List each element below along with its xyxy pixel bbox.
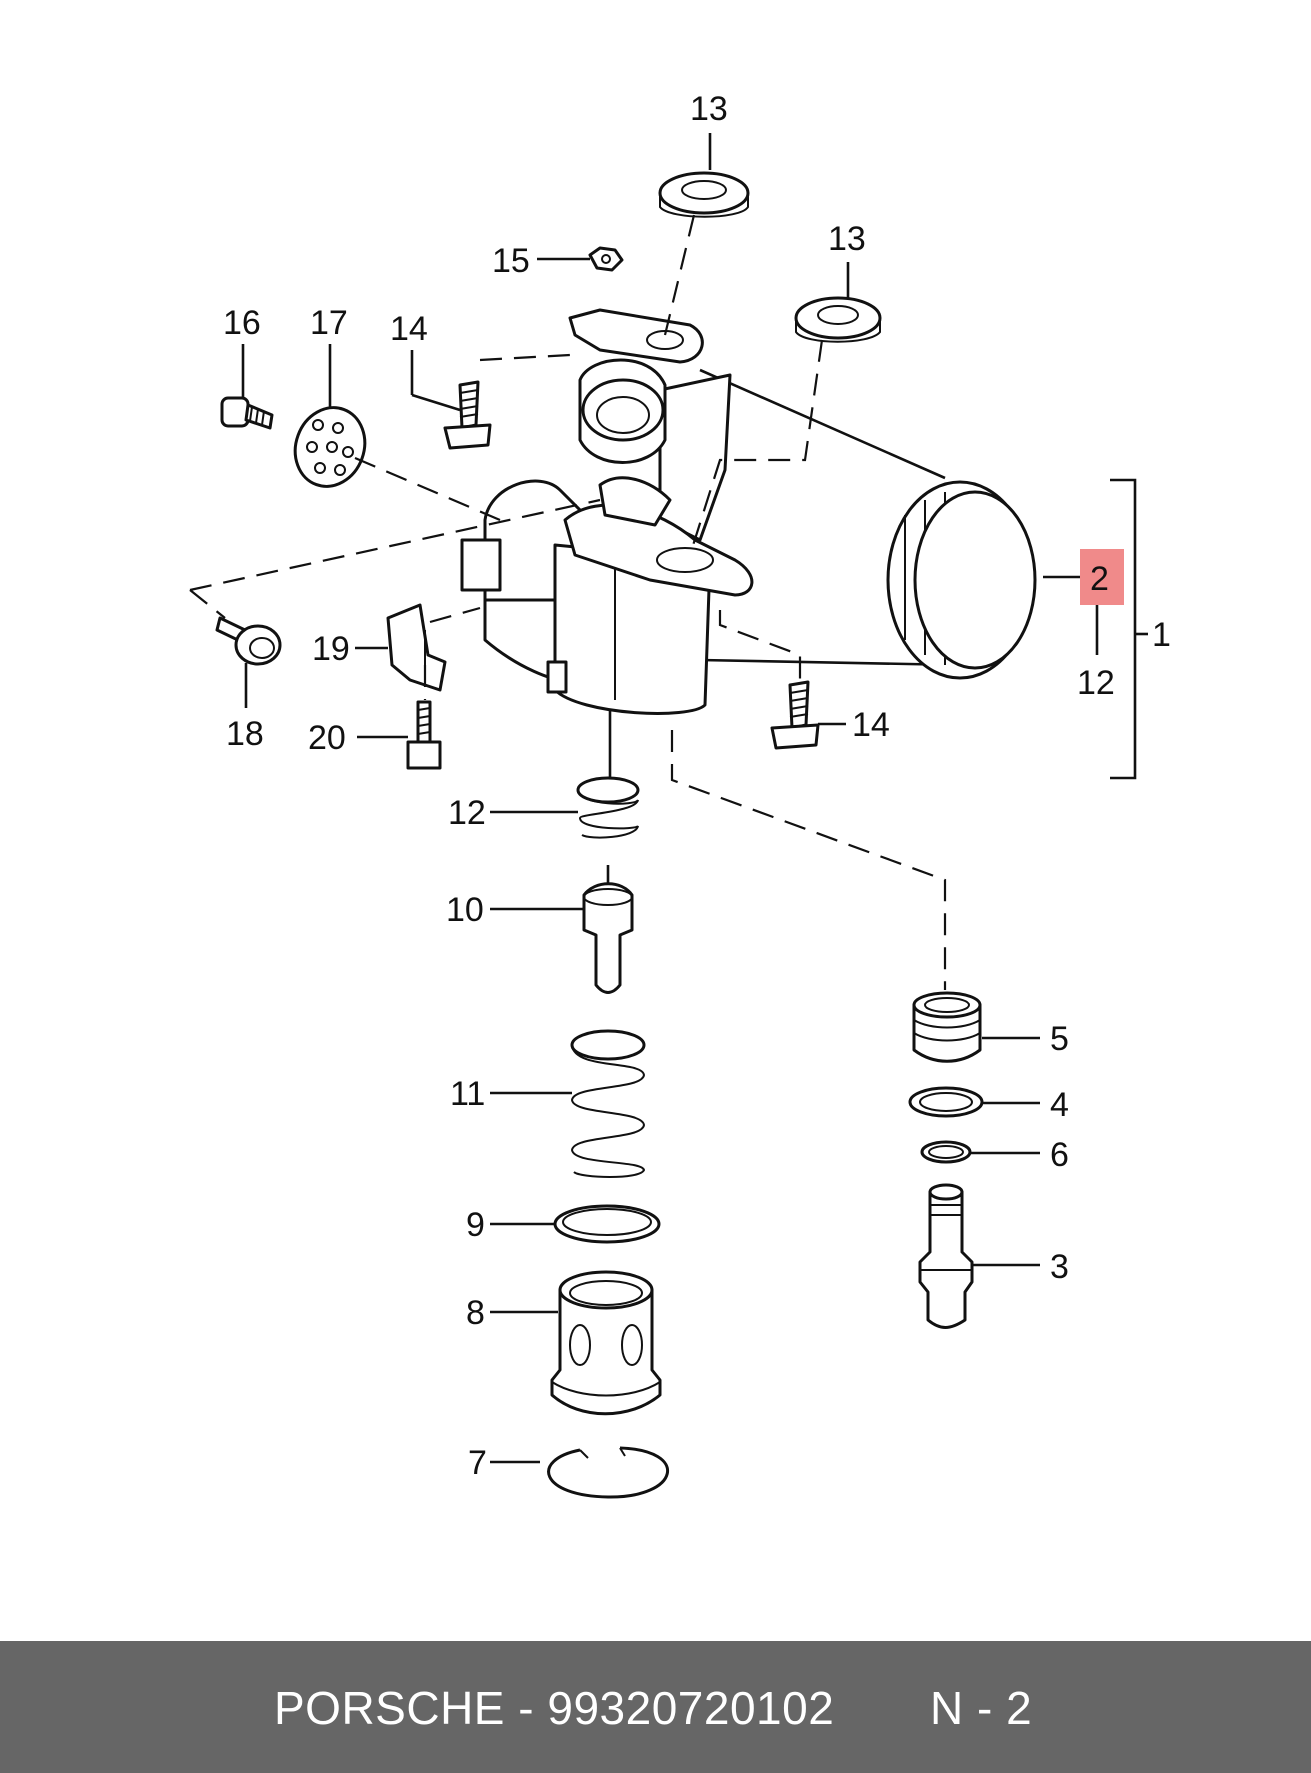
seal-ring-top [658, 171, 750, 218]
callout-labels: 13 13 15 16 17 14 2 12 1 14 19 18 20 12 … [223, 90, 1171, 1482]
bolt-14-left [443, 380, 492, 450]
callout-19: 19 [312, 630, 350, 668]
assembly-lines [189, 214, 947, 990]
seal-ring-right [794, 296, 882, 343]
plug-5 [912, 991, 982, 1063]
bolt-18 [215, 616, 282, 666]
nut-15 [588, 246, 624, 272]
callout-8: 8 [466, 1294, 485, 1332]
group-bracket [1110, 478, 1148, 780]
callout-10: 10 [446, 891, 484, 929]
callout-16: 16 [223, 304, 261, 342]
screw-20 [406, 700, 442, 770]
callout-1: 1 [1152, 616, 1171, 654]
bracket-19 [386, 603, 447, 692]
callout-17: 17 [310, 304, 348, 342]
bolt-14-right [770, 680, 820, 750]
footer-brand-part: PORSCHE - 99320720102 [274, 1682, 835, 1734]
callout-14-right: 14 [852, 706, 890, 744]
o-ring-9 [553, 1204, 661, 1244]
parts-diagram: 13 13 15 16 17 14 2 12 1 14 19 18 20 12 … [189, 90, 1171, 1499]
callout-20: 20 [308, 719, 346, 757]
circlip-7 [547, 1446, 669, 1499]
callout-5: 5 [1050, 1020, 1069, 1058]
callout-14-left: 14 [390, 310, 428, 348]
callout-3: 3 [1050, 1248, 1069, 1286]
callout-7: 7 [468, 1444, 487, 1482]
sleeve-8 [550, 1270, 662, 1416]
callout-13-top: 13 [690, 90, 728, 128]
footer-ref: N - 2 [930, 1682, 1033, 1734]
washer-4 [908, 1086, 984, 1118]
oil-filter-cartridge [699, 368, 1037, 680]
spring-11 [570, 1029, 646, 1178]
callout-18: 18 [226, 715, 264, 753]
callout-9: 9 [466, 1206, 485, 1244]
perforated-plate-17 [293, 406, 367, 488]
callout-15: 15 [492, 242, 530, 280]
callout-13-right: 13 [828, 220, 866, 258]
leader-lines [241, 133, 1099, 1464]
bolt-16 [220, 396, 274, 430]
valve-screw-3 [918, 1183, 974, 1329]
filter-housing [460, 308, 754, 715]
callout-2: 2 [1090, 560, 1109, 598]
callout-6: 6 [1050, 1136, 1069, 1174]
callout-12-left: 12 [448, 794, 486, 832]
o-ring-6 [920, 1140, 972, 1164]
callout-12-right: 12 [1077, 664, 1115, 702]
thermostat-10 [582, 865, 634, 994]
callout-highlight [1080, 549, 1124, 605]
footer-bar: PORSCHE - 99320720102 N - 2 [0, 1641, 1311, 1773]
callout-4: 4 [1050, 1086, 1069, 1124]
spring-12 [576, 776, 640, 839]
callout-11: 11 [450, 1075, 485, 1113]
